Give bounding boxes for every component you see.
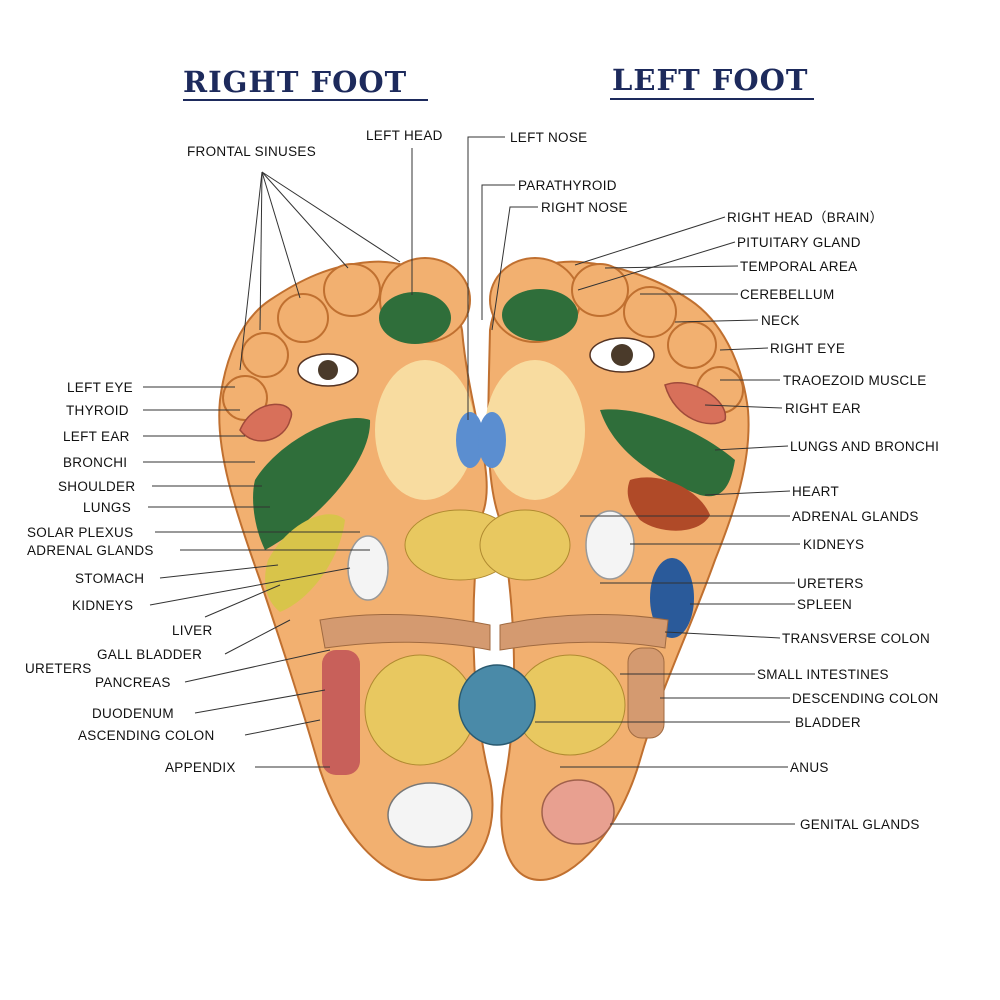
right-foot-small-intestine — [365, 655, 475, 765]
label-kidneys-left: KIDNEYS — [803, 537, 864, 552]
left-brain-area — [502, 289, 578, 341]
label-solar-plexus: SOLAR PLEXUS — [27, 525, 133, 540]
title-left-foot: LEFT FOOT — [612, 63, 808, 97]
label-trapezoid-muscle: TRAOEZOID MUSCLE — [783, 373, 927, 388]
label-ureters-right: URETERS — [25, 661, 92, 676]
label-bladder: BLADDER — [795, 715, 861, 730]
label-appendix: APPENDIX — [165, 760, 236, 775]
bladder-shape — [459, 665, 535, 745]
label-lungs-and-bronchi: LUNGS AND BRONCHI — [790, 439, 939, 454]
label-liver: LIVER — [172, 623, 213, 638]
label-adrenal-glands-left: ADRENAL GLANDS — [792, 509, 919, 524]
left-foot-stomach — [480, 510, 570, 580]
label-ureters-left: URETERS — [797, 576, 864, 591]
label-gall-bladder: GALL BLADDER — [97, 647, 202, 662]
label-heart: HEART — [792, 484, 839, 499]
left-foot-descending-colon — [628, 648, 664, 738]
label-right-ear: RIGHT EAR — [785, 401, 861, 416]
right-foot-kidney — [348, 536, 388, 600]
label-cerebellum: CEREBELLUM — [740, 287, 835, 302]
right-brain-area — [379, 292, 451, 344]
label-adrenal-glands-right: ADRENAL GLANDS — [27, 543, 154, 558]
label-duodenum: DUODENUM — [92, 706, 174, 721]
right-foot-heel-area — [388, 783, 472, 847]
title-right-foot: RIGHT FOOT — [183, 65, 407, 99]
label-left-head: LEFT HEAD — [366, 128, 443, 143]
right-foot-ascending-colon — [322, 650, 360, 775]
label-neck: NECK — [761, 313, 800, 328]
label-parathyroid: PARATHYROID — [518, 178, 617, 193]
left-toe-4 — [668, 322, 716, 368]
right-foot-illustration — [219, 258, 515, 880]
label-kidneys-right: KIDNEYS — [72, 598, 133, 613]
label-lungs: LUNGS — [83, 500, 131, 515]
left-toe-2 — [572, 264, 628, 316]
label-left-nose: LEFT NOSE — [510, 130, 587, 145]
label-transverse-colon: TRANSVERSE COLON — [782, 631, 930, 646]
label-anus: ANUS — [790, 760, 829, 775]
label-ascending-colon: ASCENDING COLON — [78, 728, 215, 743]
label-spleen: SPLEEN — [797, 597, 852, 612]
label-pituitary-gland: PITUITARY GLAND — [737, 235, 861, 250]
right-toe-4 — [242, 333, 288, 377]
left-foot-nose — [478, 412, 506, 468]
label-shoulder: SHOULDER — [58, 479, 135, 494]
left-foot-genital-area — [542, 780, 614, 844]
right-toe-3 — [278, 294, 328, 342]
label-temporal-area: TEMPORAL AREA — [740, 259, 857, 274]
label-left-ear: LEFT EAR — [63, 429, 130, 444]
label-bronchi: BRONCHI — [63, 455, 127, 470]
label-right-head-brain: RIGHT HEAD（BRAIN） — [727, 210, 883, 225]
label-right-nose: RIGHT NOSE — [541, 200, 628, 215]
label-right-eye: RIGHT EYE — [770, 341, 845, 356]
left-foot-iris — [611, 344, 633, 366]
label-genital-glands: GENITAL GLANDS — [800, 817, 920, 832]
label-frontal-sinuses: FRONTAL SINUSES — [187, 144, 316, 159]
label-small-intestines: SMALL INTESTINES — [757, 667, 889, 682]
label-stomach: STOMACH — [75, 571, 144, 586]
right-toe-2 — [324, 264, 380, 316]
left-foot-kidney — [586, 511, 634, 579]
label-left-eye: LEFT EYE — [67, 380, 133, 395]
label-descending-colon: DESCENDING COLON — [792, 691, 939, 706]
label-pancreas: PANCREAS — [95, 675, 171, 690]
right-foot-iris — [318, 360, 338, 380]
label-thyroid: THYROID — [66, 403, 129, 418]
left-foot-illustration — [478, 258, 749, 880]
